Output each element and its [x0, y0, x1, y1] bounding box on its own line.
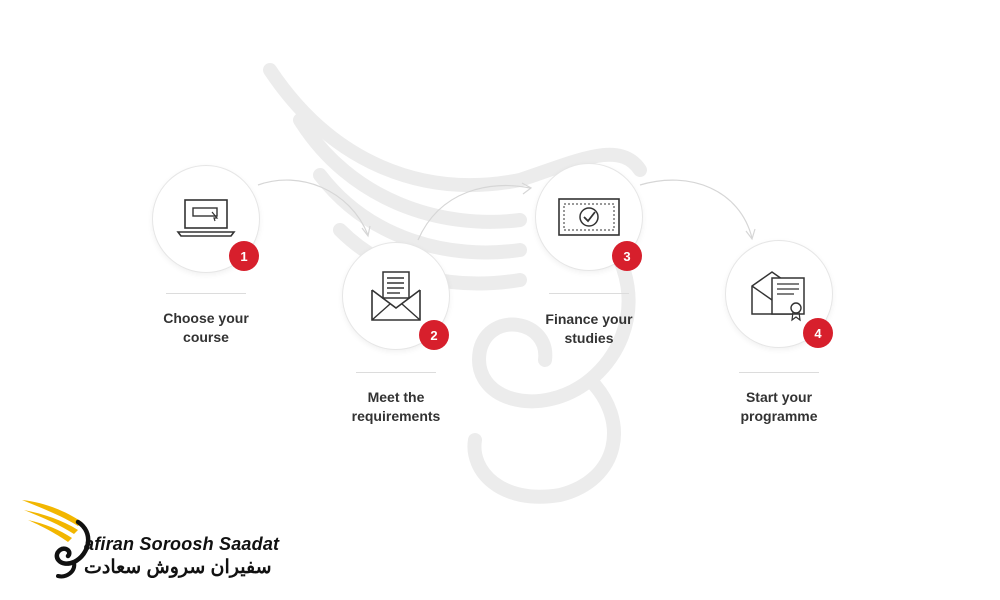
certificate-envelope-icon	[751, 271, 805, 322]
step-4-label: Start your programme	[740, 389, 818, 424]
laptop-icon	[176, 199, 236, 237]
step-1-divider	[166, 293, 246, 294]
step-2-label: Meet the requirements	[351, 389, 441, 424]
connector-arrow-1	[257, 179, 369, 236]
connector-arrow-3	[639, 179, 753, 239]
step-4-circle	[725, 240, 833, 348]
wing-logo-icon	[22, 500, 91, 579]
logo-name-english: afiran Soroosh Saadat	[84, 534, 280, 554]
step-2-badge: 2	[419, 320, 449, 350]
step-3-badge: 3	[612, 241, 642, 271]
banknote-check-icon	[558, 198, 620, 236]
logo-name-persian: سفیران سروش سعادت	[84, 557, 272, 578]
step-1-label: Choose your course	[163, 310, 249, 345]
step-2-divider	[356, 372, 436, 373]
connector-arrow-2	[417, 185, 531, 241]
envelope-document-icon	[371, 271, 421, 321]
step-3-label: Finance your studies	[545, 311, 633, 346]
step-4-badge: 4	[803, 318, 833, 348]
step-1-badge: 1	[229, 241, 259, 271]
step-3-divider	[549, 293, 629, 294]
step-4-divider	[739, 372, 819, 373]
